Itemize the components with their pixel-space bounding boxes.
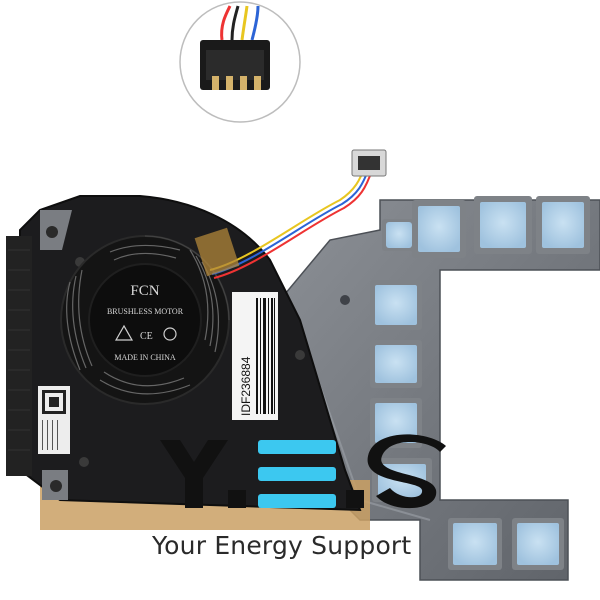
qr-sticker <box>38 386 70 454</box>
fan-label-line1: BRUSHLESS MOTOR <box>107 307 184 316</box>
fan-label: FCN BRUSHLESS MOTOR CE MADE IN CHINA <box>107 283 184 362</box>
thermal-pads <box>370 196 590 570</box>
watermark-tagline: Your Energy Support <box>152 531 412 560</box>
certification-icons: CE <box>114 324 177 342</box>
connector-inset <box>179 1 301 123</box>
barcode-code: IDF236884 <box>239 356 253 416</box>
svg-text:CE: CE <box>140 331 153 342</box>
fan-label-line2: MADE IN CHINA <box>114 353 176 362</box>
fan-brand: FCN <box>130 283 159 299</box>
yes-logo <box>160 434 446 509</box>
barcode-sticker: IDF236884 <box>232 292 278 420</box>
fan-cable <box>194 149 387 279</box>
